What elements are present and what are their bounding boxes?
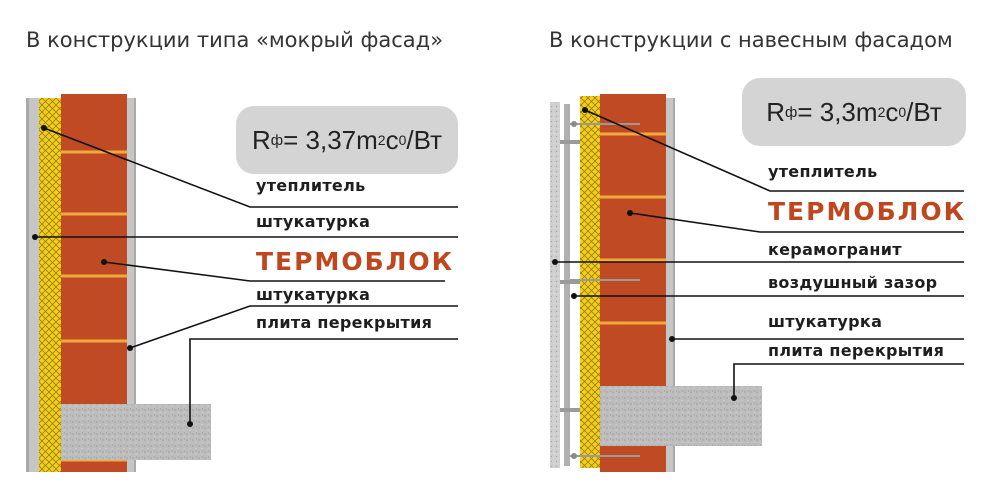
left-leaders — [35, 127, 458, 424]
left-label-slab: плита перекрытия — [256, 313, 433, 332]
right-label-plaster: штукатурка — [768, 312, 883, 331]
left-label-insulation: утеплитель — [256, 176, 366, 195]
right-label-slab: плита перекрытия — [768, 341, 945, 360]
right-leaders — [555, 109, 964, 398]
left-floor-slab — [61, 404, 211, 460]
left-label-plaster-outer: штукатурка — [256, 212, 371, 231]
right-label-insulation: утеплитель — [768, 162, 878, 181]
right-title: В конструкции с навесным фасадом — [549, 28, 953, 52]
left-label-plaster-inner: штукатурка — [256, 285, 371, 304]
right-brick — [600, 94, 666, 386]
r-symbol: R — [766, 96, 785, 127]
left-plaster-inner — [127, 98, 136, 472]
left-brick — [61, 94, 127, 406]
right-label-porcelain: керамогранит — [768, 240, 902, 259]
right-floor-slab — [600, 386, 762, 446]
left-wall — [26, 94, 211, 472]
right-insulation — [580, 96, 600, 468]
right-plaster — [666, 98, 675, 472]
left-plaster-outer — [26, 98, 39, 472]
left-title: В конструкции типа «мокрый фасад» — [26, 28, 444, 52]
right-label-brand: ТЕРМОБЛОК — [768, 197, 967, 226]
right-wall — [550, 94, 762, 472]
left-label-brand: ТЕРМОБЛОК — [256, 247, 455, 276]
left-insulation — [39, 98, 61, 472]
right-label-air-gap: воздушный зазор — [768, 273, 938, 292]
right-subframe — [564, 104, 570, 466]
right-porcelain — [550, 102, 560, 468]
r-symbol: R — [251, 124, 271, 155]
